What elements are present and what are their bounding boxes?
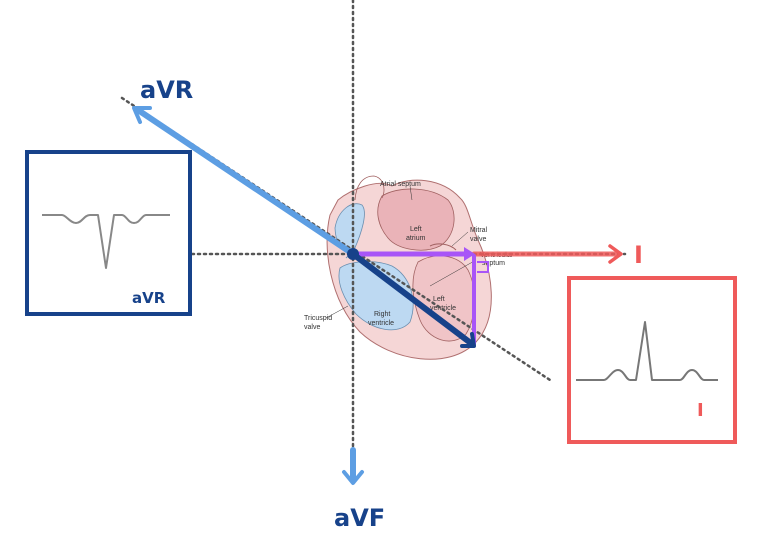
right-ventricle-shape (338, 261, 414, 331)
left-atrium-shape (377, 188, 455, 251)
heart-illustration: Atrial septum Left atrium Mitral valve V… (304, 175, 514, 360)
label-ventricular-septum-2: septum (482, 260, 505, 267)
mitral-valve-shape (429, 243, 457, 251)
avr-axis-label: aVR (140, 76, 193, 104)
label-left-atrium-2: atrium (406, 235, 426, 242)
label-tricuspid-valve-1: Tricuspid (304, 315, 332, 322)
avr-waveform (42, 214, 170, 269)
aorta-shape (354, 175, 385, 201)
lead-i-lead-arrow (471, 244, 623, 264)
avr-box-label: aVR (132, 289, 166, 307)
avf-axis-label: aVF (334, 504, 385, 532)
label-left-ventricle-1: Left (433, 296, 445, 303)
label-right-ventricle-1: Right (374, 311, 390, 318)
lead-i-axis-label: I (634, 241, 643, 269)
lead-i-waveform (576, 321, 718, 381)
origin-dot (347, 248, 359, 260)
avf-lead-arrow (342, 447, 364, 485)
avr-tracing-box: aVR (25, 150, 192, 316)
avr-lead-arrow (132, 106, 356, 257)
lead-i-tracing-box: I (567, 276, 737, 444)
purple-projection-vectors (350, 247, 489, 346)
mean-axis-vector (347, 248, 476, 348)
lead-i-box-label: I (697, 400, 704, 421)
label-mitral-valve-1: Mitral (470, 227, 488, 234)
label-left-atrium-1: Left (410, 226, 422, 233)
label-right-ventricle-2: ventricle (368, 320, 394, 327)
label-mitral-valve-2: valve (470, 236, 486, 243)
label-atrial-septum: Atrial septum (380, 181, 421, 188)
label-tricuspid-valve-2: valve (304, 324, 320, 331)
